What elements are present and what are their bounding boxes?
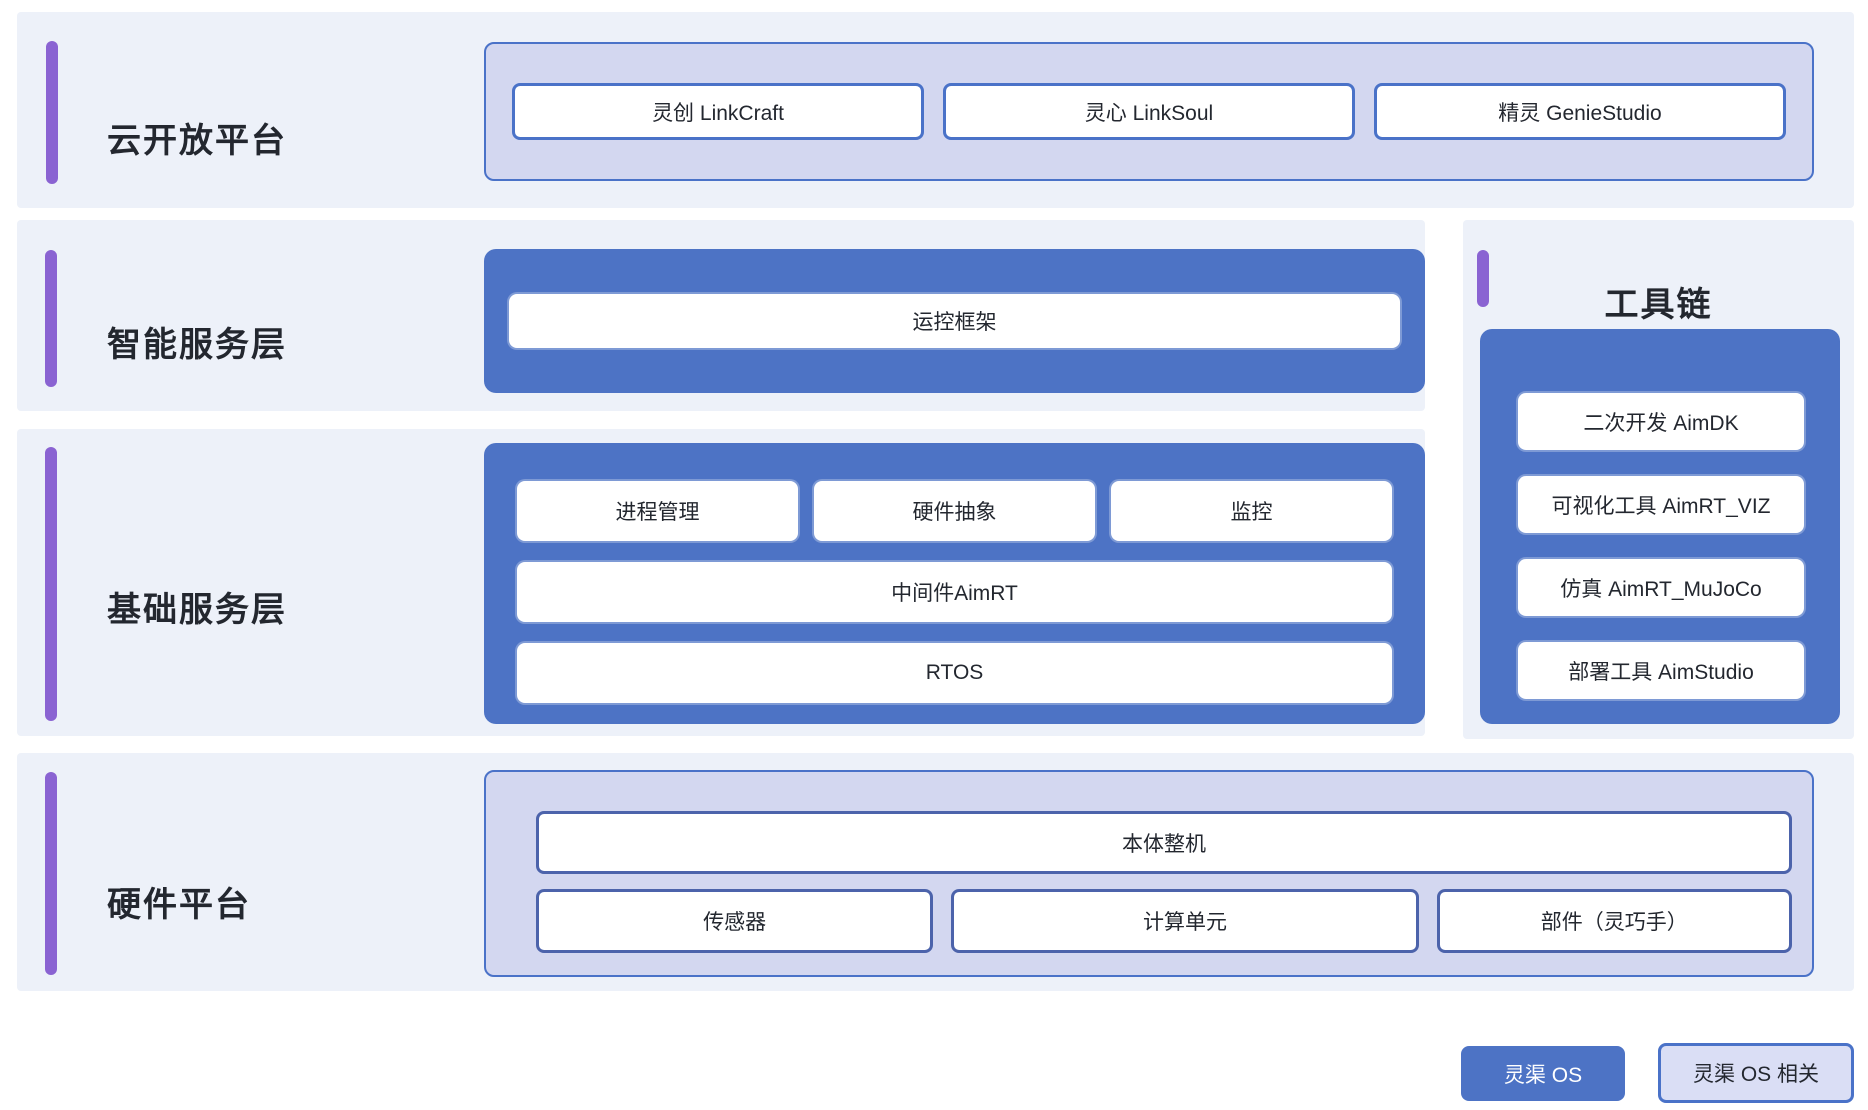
- accent-bar: [45, 447, 57, 721]
- diagram-node-linkcraft: 灵创 LinkCraft: [512, 83, 924, 140]
- hardware-row: 传感器 计算单元 部件（灵巧手）: [536, 889, 1792, 953]
- diagram-node-sensors: 传感器: [536, 889, 934, 953]
- section-intelligent-service: 智能服务层 运控框架: [17, 220, 1425, 411]
- diagram-node-aimrt-viz: 可视化工具 AimRT_VIZ: [1518, 476, 1804, 533]
- accent-bar: [45, 250, 57, 387]
- legend-lingqu-os: 灵渠 OS: [1461, 1046, 1625, 1101]
- foundation-group-container: 进程管理 硬件抽象 监控 中间件AimRT RTOS: [484, 443, 1425, 724]
- diagram-node-process-management: 进程管理: [517, 481, 798, 541]
- section-foundation-service: 基础服务层 进程管理 硬件抽象 监控 中间件AimRT RTOS: [17, 429, 1425, 736]
- hardware-group-container: 本体整机 传感器 计算单元 部件（灵巧手）: [484, 770, 1814, 977]
- foundation-row-1: 进程管理 硬件抽象 监控: [517, 481, 1392, 541]
- cloud-group-container: 灵创 LinkCraft 灵心 LinkSoul 精灵 GenieStudio: [484, 42, 1814, 181]
- section-title-intelligent: 智能服务层: [107, 326, 287, 365]
- diagram-node-hardware-abstraction: 硬件抽象: [814, 481, 1095, 541]
- diagram-node-parts-dexterous-hand: 部件（灵巧手）: [1436, 889, 1792, 953]
- section-hardware-platform: 硬件平台 本体整机 传感器 计算单元 部件（灵巧手）: [17, 753, 1854, 991]
- diagram-node-monitoring: 监控: [1111, 481, 1392, 541]
- diagram-node-aimrt-mujoco: 仿真 AimRT_MuJoCo: [1518, 559, 1804, 616]
- diagram-node-linksoul: 灵心 LinkSoul: [943, 83, 1355, 140]
- diagram-node-geniestudio: 精灵 GenieStudio: [1374, 83, 1786, 140]
- accent-bar: [46, 41, 58, 184]
- section-cloud-platform: 云开放平台 灵创 LinkCraft 灵心 LinkSoul 精灵 GenieS…: [17, 12, 1854, 208]
- diagram-node-aimstudio: 部署工具 AimStudio: [1518, 642, 1804, 699]
- section-title-hardware: 硬件平台: [107, 886, 251, 925]
- legend-lingqu-os-related: 灵渠 OS 相关: [1658, 1043, 1854, 1103]
- diagram-node-rtos: RTOS: [517, 643, 1392, 703]
- section-toolchain: 工具链 二次开发 AimDK 可视化工具 AimRT_VIZ 仿真 AimRT_…: [1463, 220, 1854, 739]
- diagram-node-aimdk: 二次开发 AimDK: [1518, 393, 1804, 450]
- section-title-toolchain: 工具链: [1604, 286, 1713, 325]
- diagram-node-middleware-aimrt: 中间件AimRT: [517, 562, 1392, 622]
- accent-bar: [45, 772, 57, 975]
- section-title-cloud: 云开放平台: [107, 122, 287, 161]
- diagram-node-robot-body: 本体整机: [536, 811, 1792, 874]
- section-title-foundation: 基础服务层: [107, 591, 287, 630]
- diagram-node-motion-control: 运控框架: [509, 294, 1400, 348]
- diagram-node-compute-unit: 计算单元: [951, 889, 1419, 953]
- toolchain-group-container: 二次开发 AimDK 可视化工具 AimRT_VIZ 仿真 AimRT_MuJo…: [1480, 329, 1840, 724]
- intelligent-group-container: 运控框架: [484, 249, 1425, 393]
- accent-bar: [1477, 250, 1489, 307]
